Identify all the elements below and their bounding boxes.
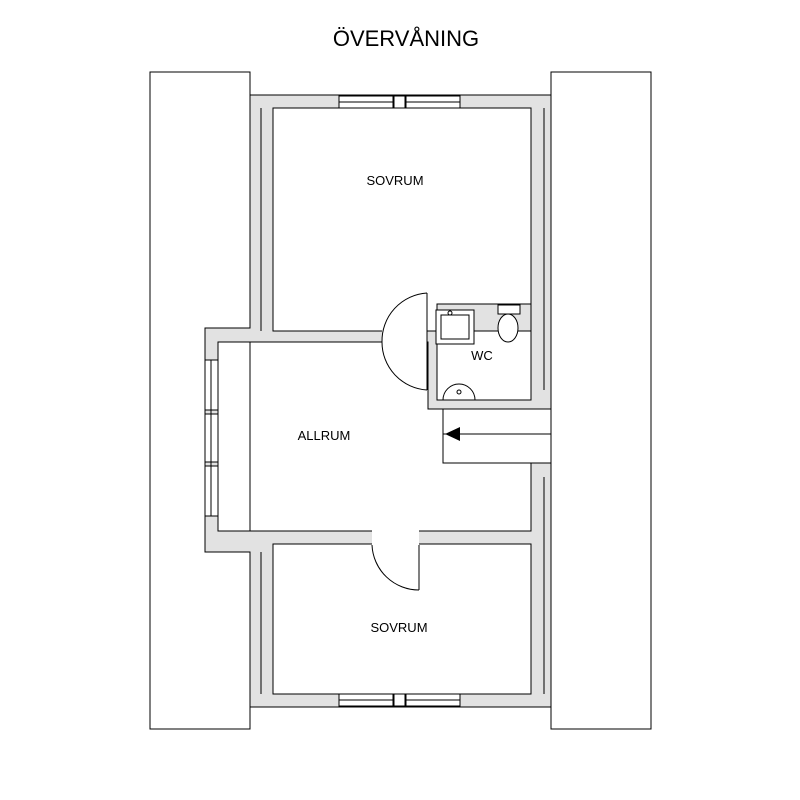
left-eave-block (149, 71, 251, 730)
room-label-wc: WC (471, 348, 493, 363)
room-label-bedroom-bottom: SOVRUM (370, 620, 427, 635)
windows-left (204, 359, 219, 517)
door-top-bedroom (381, 292, 428, 391)
windows-top (338, 95, 461, 109)
plan-title: ÖVERVÅNING (333, 26, 479, 51)
wc-fixtures (435, 304, 521, 401)
door-bottom-bedroom (371, 544, 420, 591)
walls (204, 94, 552, 708)
room-label-living: ALLRUM (298, 428, 351, 443)
room-label-bedroom-top: SOVRUM (366, 173, 423, 188)
windows-bottom (338, 693, 461, 707)
stair-arrow (443, 427, 551, 441)
right-eave-block (550, 71, 652, 730)
